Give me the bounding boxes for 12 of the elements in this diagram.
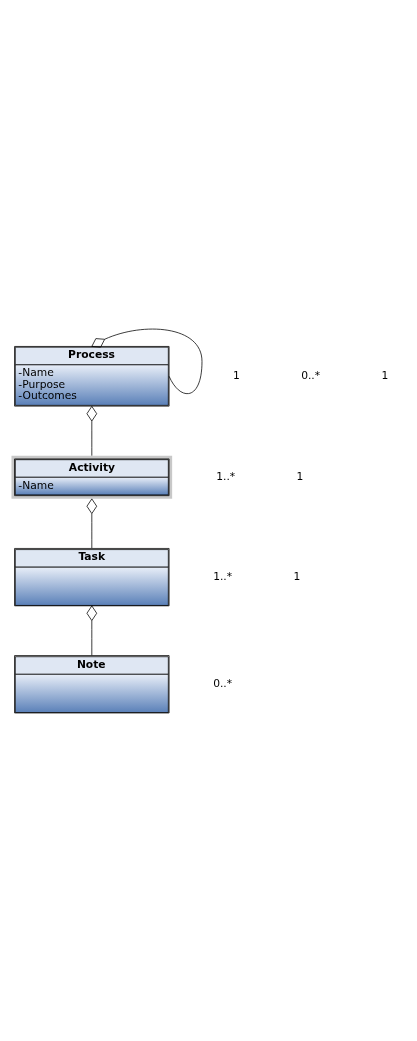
label: 1	[233, 368, 240, 382]
connector	[86, 498, 98, 548]
label: 1	[293, 569, 301, 583]
label: 0..*	[301, 368, 321, 382]
connector	[91, 328, 203, 394]
label: 0..*	[213, 676, 233, 690]
connector	[86, 605, 98, 656]
label: 1..*	[213, 569, 233, 583]
label: 1	[296, 469, 304, 483]
connector	[86, 405, 98, 456]
label: 1	[381, 368, 389, 382]
label: 1..*	[216, 469, 236, 483]
